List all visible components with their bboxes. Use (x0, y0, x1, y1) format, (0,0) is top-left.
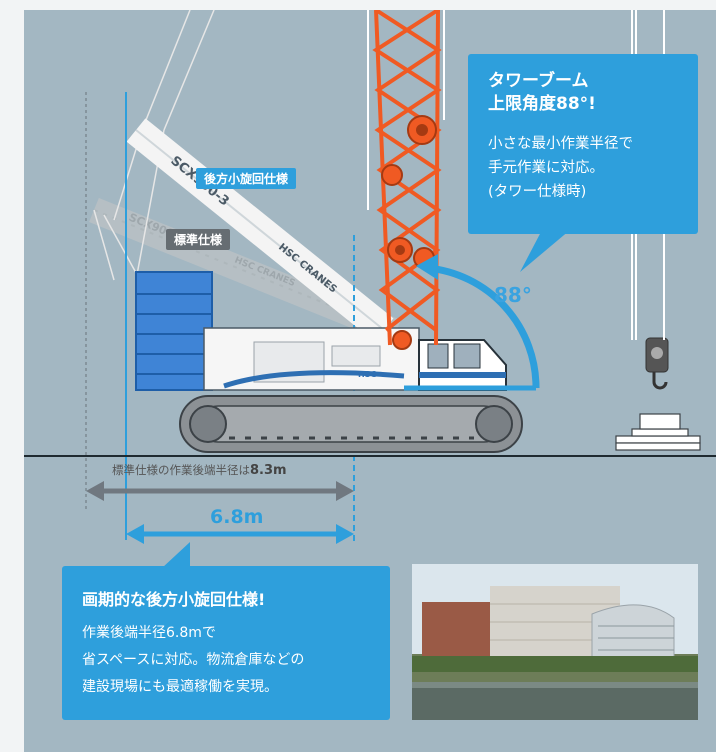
rear-swing-radius-arrow (126, 524, 354, 544)
angle-label: 88° (494, 283, 532, 307)
warehouse-site-photo (412, 564, 698, 720)
tower-callout-body: 小さな最小作業半径で 手元作業に対応。 (タワー仕様時) (488, 136, 633, 200)
standard-radius-label: 標準仕様の作業後端半径は8.3m (112, 462, 287, 478)
tower-boom-callout: タワーブーム 上限角度88°! 小さな最小作業半径で 手元作業に対応。 (タワー… (468, 54, 698, 234)
operator-cab (418, 339, 507, 391)
rear-swing-callout: 画期的な後方小旋回仕様! 作業後端半径6.8mで 省スペースに対応。物流倉庫など… (62, 566, 390, 720)
angle-88-indicator (404, 254, 540, 391)
crawler-tracks (179, 395, 523, 453)
rear-swing-radius-value: 6.8m (210, 506, 264, 528)
standard-spec-tag: 標準仕様 (166, 229, 231, 250)
counterweight-stack (135, 271, 213, 391)
hook-block-icon (645, 337, 669, 390)
rear-swing-spec-tag: 後方小旋回仕様 (196, 168, 297, 189)
rear-callout-pointer (162, 542, 190, 568)
standard-radius-arrow (86, 481, 354, 501)
crane-illustration: SCX900-3 HSC CRANES SCX900-3 HSC CRANES (24, 10, 716, 568)
rear-callout-title: 画期的な後方小旋回仕様! (82, 590, 266, 609)
material-stack-icon (615, 413, 701, 451)
diagram-panel: SCX900-3 HSC CRANES SCX900-3 HSC CRANES (24, 10, 716, 752)
body-brand-label: HSC (358, 370, 376, 379)
standard-radius-prefix: 標準仕様の作業後端半径は (112, 463, 250, 477)
sheave-pulleys (381, 115, 437, 350)
tower-callout-pointer (520, 230, 570, 272)
tower-callout-title: タワーブーム 上限角度88°! (488, 71, 596, 114)
rear-callout-body: 作業後端半径6.8mで 省スペースに対応。物流倉庫などの 建設現場にも最適稼働を… (82, 625, 305, 695)
crane-upper-body: HSC (203, 327, 420, 391)
warehouse-photo-image (412, 564, 698, 720)
standard-radius-value: 8.3m (250, 463, 287, 478)
